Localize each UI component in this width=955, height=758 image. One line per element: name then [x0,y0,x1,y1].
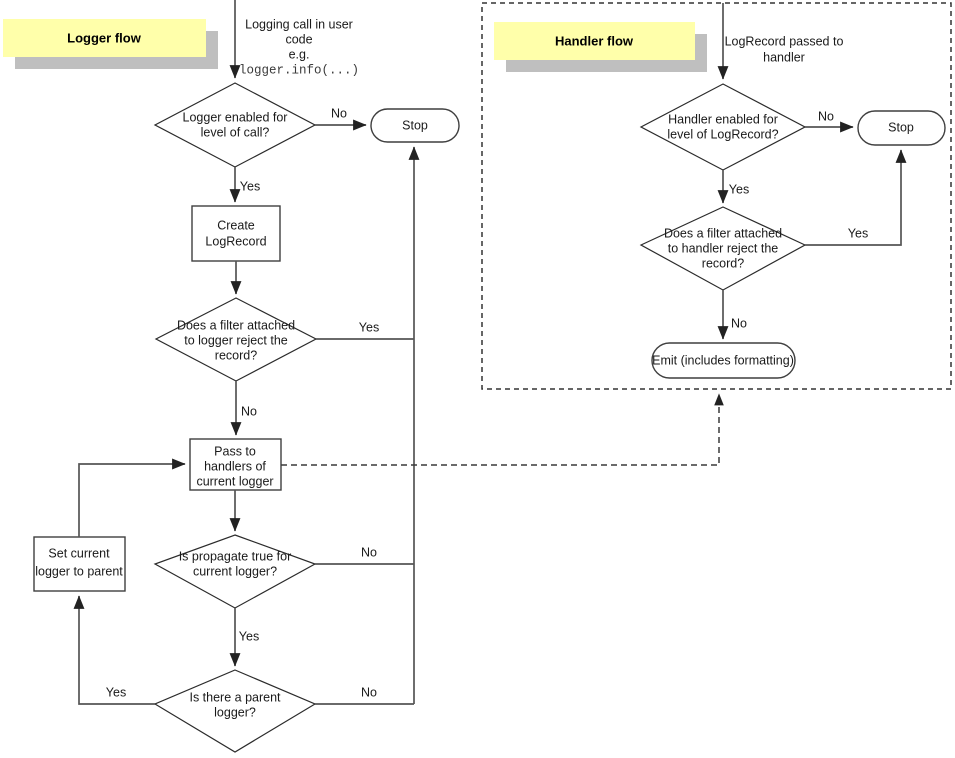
edge-parent-logger-yes [73,595,155,705]
logger-filter-line-3: record? [215,348,257,362]
edge-label-parent-logger-yes: Yes [106,685,126,699]
edge-label-logger-enabled-no: No [331,106,347,120]
logger-entry-line-2: code [285,32,312,46]
edge-pass-to-handler-flow [281,393,724,466]
handler-filter-line-2: to handler reject the [668,241,779,255]
node-propagate: Is propagate true for current logger? [153,534,317,609]
logger-stop-terminator [370,108,460,143]
handler-filter-line-3: record? [702,256,744,270]
edge-label-handler-filter-no: No [731,316,747,330]
logger-enabled-line-2: level of call? [201,125,270,139]
edge-set-parent-to-pass-to-handlers [78,458,186,537]
logger-flow-banner-box [3,19,206,57]
logger-entry-annotation: Logging call in user code e.g. logger.in… [239,17,359,77]
logger-filter-line-2: to logger reject the [184,333,288,347]
handler-entry-line-1: LogRecord passed to [725,34,844,48]
handler-enabled-line-2: level of LogRecord? [667,127,778,141]
handler-entry-line-2: handler [763,50,805,64]
create-logrecord-line-1: Create [217,218,255,232]
node-handler-filter: Does a filter attached to handler reject… [639,206,807,291]
logger-enabled-line-1: Logger enabled for [183,110,288,124]
edge-label-propagate-no: No [361,545,377,559]
edge-handler-filter-yes [805,149,907,246]
node-pass-to-handlers: Pass to handlers of current logger [189,438,282,491]
set-parent-line-1: Set current [48,546,110,560]
set-parent-line-2: logger to parent [35,564,123,578]
parent-logger-line-1: Is there a parent [189,690,281,704]
logger-flow-banner-label: Logger flow [67,30,142,45]
emit-label: Emit (includes formatting) [652,353,794,367]
edge-label-parent-logger-no: No [361,685,377,699]
edge-label-logger-filter-no: No [241,404,257,418]
logger-stop-label: Stop [402,118,428,132]
logger-filter-line-1: Does a filter attached [177,318,295,332]
parent-logger-line-2: logger? [214,705,256,719]
node-logger-filter: Does a filter attached to logger reject … [154,297,318,382]
handler-stop-terminator [857,110,946,146]
logger-flow-banner: Logger flow [3,19,218,69]
propagate-line-2: current logger? [193,564,277,578]
handler-flow-banner: Handler flow [494,22,707,72]
edge-label-propagate-yes: Yes [239,629,259,643]
logger-entry-code: logger.info(...) [239,63,359,77]
handler-enabled-line-1: Handler enabled for [668,112,778,126]
node-handler-enabled: Handler enabled for level of LogRecord? [639,83,807,171]
edge-label-handler-enabled-yes: Yes [729,182,749,196]
parent-logger-diamond [153,669,317,753]
node-parent-logger: Is there a parent logger? [153,669,317,753]
edge-label-handler-enabled-no: No [818,109,834,123]
edge-label-logger-filter-yes: Yes [359,320,379,334]
handler-stop-label: Stop [888,120,914,134]
handler-filter-line-1: Does a filter attached [664,226,782,240]
node-handler-stop: Stop [857,110,946,146]
node-emit: Emit (includes formatting) [651,342,796,379]
pass-to-handlers-line-3: current logger [196,474,273,488]
create-logrecord-line-2: LogRecord [205,234,266,248]
handler-flow-banner-box [494,22,695,60]
handler-flow-group-border [481,2,952,390]
node-logger-stop: Stop [370,108,460,143]
node-set-parent: Set current logger to parent [33,536,126,592]
node-create-logrecord: Create LogRecord [191,205,281,262]
logger-entry-line-3: e.g. [289,47,310,61]
edge-label-logger-enabled-yes: Yes [240,179,260,193]
handler-flow-banner-label: Handler flow [555,33,634,48]
pass-to-handlers-line-1: Pass to [214,444,256,458]
pass-to-handlers-line-2: handlers of [204,459,266,473]
logger-entry-line-1: Logging call in user [245,17,353,31]
node-logger-enabled: Logger enabled for level of call? [153,82,317,168]
edge-label-handler-filter-yes: Yes [848,226,868,240]
emit-terminator [651,342,796,379]
propagate-line-1: Is propagate true for [179,549,292,563]
handler-entry-annotation: LogRecord passed to handler [725,34,844,64]
